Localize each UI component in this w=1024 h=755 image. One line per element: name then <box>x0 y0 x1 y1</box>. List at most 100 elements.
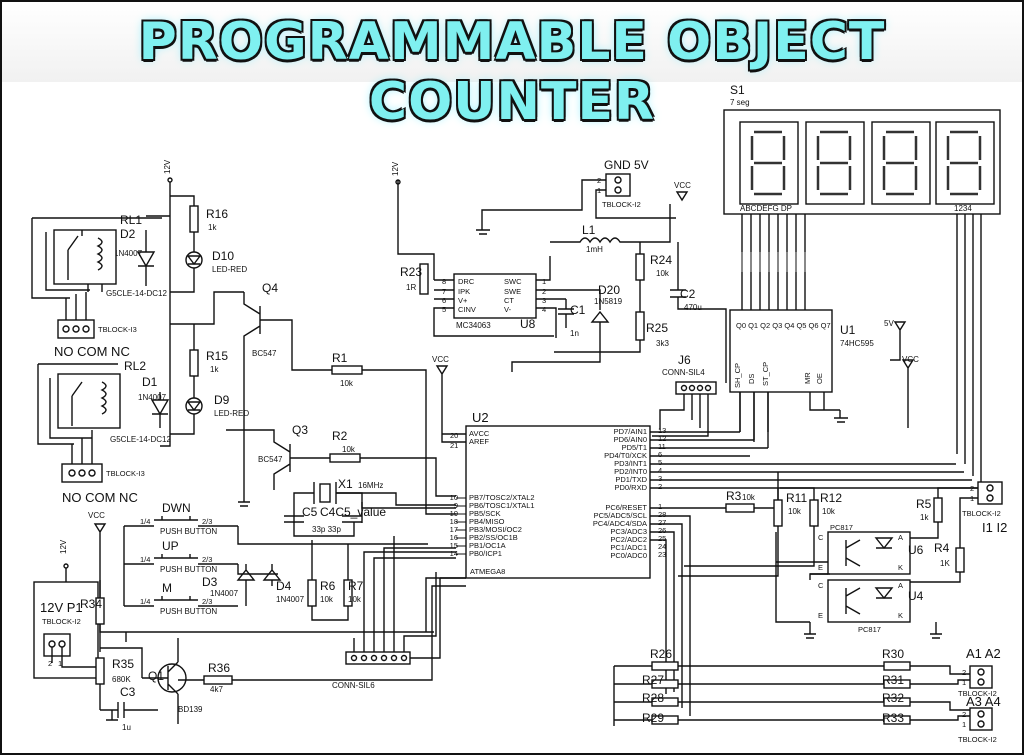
svg-text:21: 21 <box>450 441 458 450</box>
conn-sil6: CONN-SIL6 <box>332 536 466 690</box>
svg-text:K: K <box>898 563 903 572</box>
display-type: 7 seg <box>730 98 750 107</box>
mcu-pin-name: PD0/RXD <box>614 483 647 492</box>
v12-top-label: 12V <box>391 161 400 176</box>
d20-value: 1N5819 <box>594 297 623 306</box>
j6-part: CONN-SIL4 <box>662 368 705 377</box>
r31-ref: R27 <box>642 673 664 687</box>
u6-part: PC817 <box>830 523 853 532</box>
shift-register-ref: U1 <box>840 323 856 337</box>
mcu-pin-number: 10 <box>450 493 458 502</box>
d10-part: LED-RED <box>212 265 247 274</box>
resistor-r3 <box>725 503 755 513</box>
mcu-pin-number: 11 <box>658 442 666 451</box>
mcu-pin-name: PD7/AIN1 <box>614 427 647 436</box>
r28-ref: R32 <box>882 691 904 705</box>
opto-inputs: R5 1k R4 1K 21 TBLOCK-I2 I1 I2 <box>910 481 1007 583</box>
rl2-diode-part: 1N4007 <box>138 393 167 402</box>
reset-resistors: R3 10k R11 10k R12 10k <box>650 472 842 577</box>
mcu-pin-name: PC3/ADC3 <box>610 527 647 536</box>
svg-text:1: 1 <box>58 659 62 668</box>
rl1-ref: RL1 <box>120 213 142 227</box>
resistor-r31: R27 <box>642 673 679 689</box>
svg-text:2: 2 <box>962 710 966 719</box>
mcu-pin-number: 24 <box>658 542 666 551</box>
resistor-r24 <box>635 253 645 281</box>
resistor-r1: R1 10k <box>331 351 456 515</box>
resistor-r6 <box>307 579 317 607</box>
r7-ref: R7 <box>348 579 364 593</box>
dwn-ref: DWN <box>162 501 191 515</box>
svg-text:A: A <box>898 581 903 590</box>
up-ref: UP <box>162 539 179 553</box>
mcu-part: ATMEGA8 <box>470 567 505 576</box>
mcu-pin-name: PC5/ADC5/SCL <box>594 511 647 520</box>
r32-ref: R28 <box>642 691 664 705</box>
rl1-body <box>53 229 117 285</box>
r34-ref: R34 <box>80 597 102 611</box>
r23-value: 1R <box>406 283 416 292</box>
d9-ref: D9 <box>214 393 230 407</box>
mcu-body <box>465 425 651 579</box>
r7-value: 10k <box>348 595 362 604</box>
mcu-pin-number: 15 <box>450 541 458 550</box>
inputs-block-label: TBLOCK-I2 <box>962 509 1001 518</box>
regulator-part: MC34063 <box>456 321 491 330</box>
r6-value: 10k <box>320 595 334 604</box>
rl1-block-label: TBLOCK-I3 <box>98 325 137 334</box>
r24-value: 10k <box>656 269 670 278</box>
j6-ref: J6 <box>678 353 691 367</box>
optocoupler-u4: PC817 U4 CE AK <box>804 573 942 639</box>
svg-text:SWC: SWC <box>504 277 522 286</box>
svg-text:SWE: SWE <box>504 287 521 296</box>
r12-value: 10k <box>822 507 836 516</box>
v5-label: 5V <box>884 319 894 328</box>
svg-text:1/4: 1/4 <box>140 555 150 564</box>
display-ref: S1 <box>730 83 745 97</box>
r24-ref: R24 <box>650 253 672 267</box>
button-up: UP 1/4 2/3 PUSH BUTTON <box>124 539 238 574</box>
crystal-x1: X1 16MHz C5 C4C5_value 33p 33p <box>284 477 456 537</box>
r25-value: 3k3 <box>656 339 669 348</box>
r2-value: 10k <box>342 445 356 454</box>
r11-ref: R11 <box>786 491 807 505</box>
rl2-body <box>57 373 121 429</box>
out2-labels: A3 A4 <box>966 694 1001 709</box>
svg-text:C: C <box>818 581 824 590</box>
resistor-r32: R28 <box>642 691 679 707</box>
resistor-r33: R29 <box>642 711 679 725</box>
transistor-q4: Q4 BC547 <box>170 281 332 371</box>
mcu-pin-name: PB0/ICP1 <box>469 549 502 558</box>
mcu-pin-number: 13 <box>658 426 666 435</box>
svg-text:2/3: 2/3 <box>202 555 212 564</box>
svg-text:ST_CP: ST_CP <box>761 362 770 386</box>
led-section: 12V R16 1k D10 LED-RED R15 1k D9 LED-RED <box>146 159 249 447</box>
p1-ref: 12V P1 <box>40 600 83 615</box>
svg-text:5: 5 <box>442 305 446 314</box>
svg-text:2: 2 <box>962 668 966 677</box>
out2-block: TBLOCK-I2 <box>958 735 997 744</box>
shift-register: U1 74HC595 Q0 Q1 Q2 Q3 Q4 Q5 Q6 Q7 SH_CP… <box>729 252 874 442</box>
mcu-pin-name: PD5/T1 <box>622 443 647 452</box>
output-block-a1a2: A1 A2 21 TBLOCK-I2 <box>958 646 1001 698</box>
r3-value: 10k <box>742 493 756 502</box>
mcu-pin-name: PB5/SCK <box>469 509 501 518</box>
svg-text:A: A <box>898 533 903 542</box>
resistor-r35 <box>95 657 105 685</box>
q4-ref: Q4 <box>262 281 278 295</box>
relay-rl2: RL2 D1 1N4007 G5CLE-14-DC12 TBLOCK-I3 NO… <box>37 359 171 505</box>
dwn-part: PUSH BUTTON <box>160 527 217 536</box>
push-buttons: VCC DWN 1/4 2/3 PUSH BUTTON UP 1/4 2/3 P… <box>88 501 434 633</box>
r36-ref: R36 <box>208 661 230 675</box>
optocoupler-u6: PC817 U6 CE AK <box>818 523 924 575</box>
x1-value: 16MHz <box>358 481 383 490</box>
c2-value: 470u <box>684 303 702 312</box>
transistor-q3: Q3 BC547 <box>226 352 330 507</box>
d4-part: 1N4007 <box>276 595 305 604</box>
r33-ref: R29 <box>642 711 664 725</box>
rl2-diode: D1 <box>142 375 158 389</box>
d20-ref: D20 <box>598 283 620 297</box>
svg-text:1: 1 <box>542 277 546 286</box>
r6-ref: R6 <box>320 579 336 593</box>
